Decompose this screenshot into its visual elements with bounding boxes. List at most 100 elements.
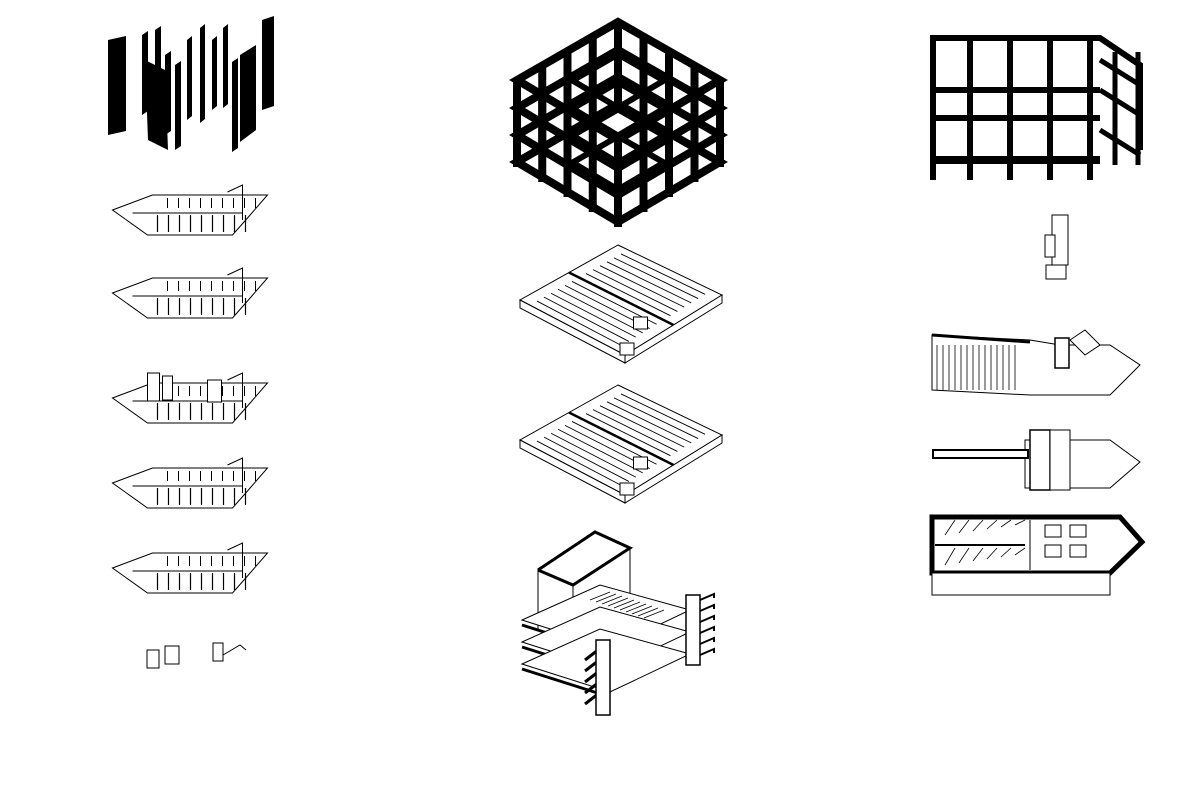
shelf-row [599, 405, 685, 448]
lower-tower [595, 639, 611, 716]
stair [227, 267, 243, 303]
balcony-fin [699, 614, 715, 623]
room-block [1044, 524, 1062, 538]
stair-tread [637, 607, 659, 617]
stair-tread [1014, 519, 1026, 526]
service-tower [685, 594, 701, 666]
slab [223, 24, 228, 108]
core-block [633, 316, 648, 330]
core-fragment [164, 645, 180, 665]
floor-plate [111, 184, 269, 236]
room-block [1044, 544, 1062, 558]
stair [227, 372, 243, 408]
slab [232, 58, 238, 152]
floor-edge [624, 434, 723, 504]
shelf-row [585, 273, 671, 317]
shelf-row [613, 257, 699, 299]
shelf-row [550, 292, 636, 338]
slab [145, 60, 168, 150]
shelf-row [536, 300, 623, 347]
slab [187, 36, 192, 120]
frame-beam-angled [1098, 127, 1142, 158]
floor-plate [111, 457, 269, 509]
core-block [1054, 337, 1070, 369]
floor-edge [624, 294, 723, 364]
frame-elevation [930, 35, 1143, 180]
stair-tread [619, 601, 641, 611]
shelf-row [585, 413, 671, 457]
room-block [1069, 524, 1087, 538]
balcony-fin [699, 647, 715, 656]
stair-tread [944, 519, 956, 536]
stair [227, 457, 243, 493]
core-block [619, 482, 635, 496]
plan-wall [931, 333, 1031, 344]
core-box [1044, 234, 1056, 258]
stair-tread [986, 519, 998, 530]
shelf-row [550, 432, 636, 478]
floor-plate [111, 542, 269, 594]
shelf-row [543, 436, 630, 482]
core-block [1029, 429, 1051, 491]
slab [108, 36, 126, 135]
core-block [147, 372, 160, 402]
stair-tread [601, 595, 623, 605]
shelf-row [557, 288, 643, 334]
frame-beam-angled [1098, 57, 1142, 88]
stair-tread [1014, 547, 1026, 556]
shelf-row [620, 393, 706, 435]
isometric-frame [509, 17, 728, 227]
floor-plan [932, 429, 1141, 491]
core-fragment [146, 649, 160, 669]
balcony-fin [699, 625, 715, 634]
stair-tread [607, 597, 629, 607]
shelf-row [606, 401, 692, 444]
stair-tread [589, 591, 611, 601]
ramp-plan [931, 329, 1141, 396]
core-block [207, 379, 222, 403]
slab [212, 36, 217, 110]
shelf-row [592, 409, 678, 452]
stair-tread [986, 547, 998, 560]
stair-tread [625, 603, 647, 613]
stair-tread [595, 593, 617, 603]
plan-base [931, 572, 1111, 596]
stair-tread [631, 605, 653, 615]
plan-outline [931, 334, 1141, 396]
middle-column [509, 17, 728, 716]
slab [240, 45, 256, 142]
right-column [929, 35, 1146, 596]
floor-plate [111, 267, 269, 319]
balcony-fin [699, 603, 715, 612]
balcony-fin [699, 592, 715, 601]
room-block [1069, 544, 1087, 558]
left-column [108, 16, 274, 669]
sectional-axonometric [520, 530, 715, 716]
stair [227, 184, 243, 220]
stacked-floor [518, 384, 724, 504]
enclosed-plan [929, 514, 1146, 596]
slab [175, 61, 181, 150]
core-block [162, 375, 173, 401]
balcony-fin [699, 636, 715, 645]
core-block [619, 342, 635, 356]
shelf-row [543, 296, 630, 342]
stair [227, 542, 243, 578]
escalator [1069, 329, 1101, 356]
tower-roof [537, 530, 634, 587]
core-fragment [222, 644, 247, 656]
core-block [1049, 429, 1071, 491]
central-aisle [568, 411, 675, 467]
slab [262, 16, 274, 110]
shelf-row [613, 397, 699, 439]
stair-tread [613, 599, 635, 609]
slab [200, 24, 205, 123]
shelf-row [536, 440, 623, 487]
stair-tread [958, 547, 970, 564]
stair-tread [972, 547, 984, 562]
bridge [932, 449, 1029, 459]
stair-tread [958, 519, 970, 534]
stacked-floor [518, 244, 724, 364]
shelf-row [592, 269, 678, 312]
core-fragments [146, 642, 247, 669]
